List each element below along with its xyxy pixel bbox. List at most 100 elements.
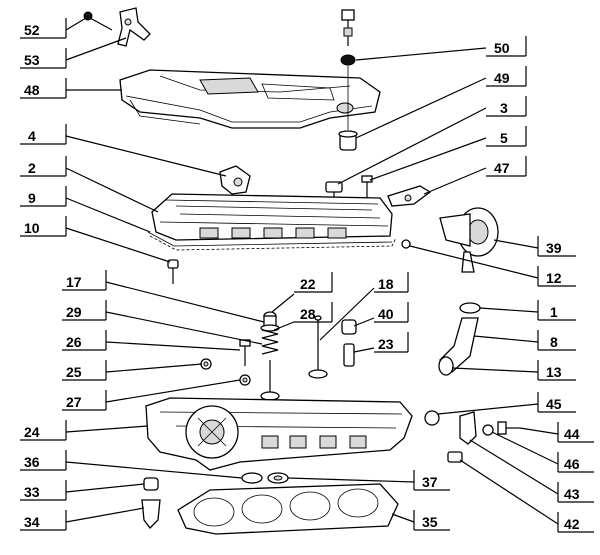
label-10: 10 bbox=[24, 220, 40, 236]
part-bolt-44 bbox=[497, 421, 520, 435]
callout-4: 4 bbox=[20, 124, 67, 145]
label-34: 34 bbox=[24, 514, 40, 530]
part-bracket-53 bbox=[117, 7, 151, 47]
label-53: 53 bbox=[24, 52, 40, 68]
label-44: 44 bbox=[564, 426, 580, 442]
callout-35: 35 bbox=[413, 510, 450, 531]
part-lifting-eye-4 bbox=[219, 165, 251, 195]
part-cap-33 bbox=[143, 477, 159, 491]
part-engine-cover-48 bbox=[119, 69, 381, 129]
part-cylinder-head-24 bbox=[145, 397, 413, 471]
label-1: 1 bbox=[550, 304, 558, 320]
callout-18: 18 bbox=[374, 272, 409, 293]
callout-24: 24 bbox=[20, 420, 67, 441]
callout-25: 25 bbox=[62, 360, 107, 381]
callout-17: 17 bbox=[62, 270, 107, 291]
part-fitting-34 bbox=[141, 499, 161, 529]
part-head-gasket-35 bbox=[177, 483, 399, 535]
label-35: 35 bbox=[422, 514, 438, 530]
callout-3: 3 bbox=[486, 96, 527, 117]
callout-46: 46 bbox=[557, 452, 594, 473]
callout-5: 5 bbox=[486, 126, 527, 147]
label-42: 42 bbox=[564, 516, 580, 532]
part-tappet-40 bbox=[341, 319, 357, 335]
callout-48: 48 bbox=[20, 78, 67, 99]
label-17: 17 bbox=[66, 274, 82, 290]
callout-29: 29 bbox=[62, 300, 107, 321]
label-52: 52 bbox=[24, 22, 40, 38]
part-washer-27 bbox=[239, 374, 251, 386]
label-24: 24 bbox=[24, 424, 40, 440]
part-bracket-47 bbox=[387, 185, 432, 207]
callout-43: 43 bbox=[557, 482, 594, 503]
callout-34: 34 bbox=[20, 510, 67, 531]
callout-13: 13 bbox=[537, 360, 576, 381]
label-29: 29 bbox=[66, 304, 82, 320]
callout-40: 40 bbox=[374, 302, 409, 323]
part-valve-long bbox=[260, 360, 280, 401]
part-filler-neck-49 bbox=[338, 130, 358, 151]
part-seal-36 bbox=[241, 472, 263, 484]
label-18: 18 bbox=[378, 276, 394, 292]
label-50: 50 bbox=[494, 40, 510, 56]
callout-33: 33 bbox=[20, 480, 67, 501]
callout-12: 12 bbox=[537, 266, 576, 287]
label-8: 8 bbox=[550, 334, 558, 350]
callout-47: 47 bbox=[486, 156, 527, 177]
callout-37: 37 bbox=[413, 470, 450, 491]
callout-53: 53 bbox=[20, 48, 67, 69]
label-22: 22 bbox=[300, 276, 316, 292]
label-39: 39 bbox=[546, 240, 562, 256]
part-bolt-52 bbox=[83, 11, 113, 31]
callout-23: 23 bbox=[374, 332, 409, 353]
callout-27: 27 bbox=[62, 390, 107, 411]
callout-8: 8 bbox=[537, 330, 576, 351]
part-fitting-3 bbox=[325, 181, 343, 198]
label-40: 40 bbox=[378, 306, 394, 322]
label-47: 47 bbox=[494, 160, 510, 176]
callout-52: 52 bbox=[20, 18, 67, 39]
part-clamp-13 bbox=[438, 356, 454, 376]
part-guide-23 bbox=[343, 343, 355, 367]
label-33: 33 bbox=[24, 484, 40, 500]
label-23: 23 bbox=[378, 336, 394, 352]
callout-28: 28 bbox=[294, 302, 333, 323]
callout-10: 10 bbox=[20, 216, 67, 237]
part-sensor-42 bbox=[447, 451, 463, 463]
label-13: 13 bbox=[546, 364, 562, 380]
part-o-ring-45 bbox=[424, 410, 440, 426]
part-oil-cap-50 bbox=[340, 9, 356, 130]
part-stud-26 bbox=[239, 339, 251, 366]
label-26: 26 bbox=[66, 334, 82, 350]
part-thermostat-housing-39 bbox=[439, 207, 499, 273]
label-3: 3 bbox=[500, 100, 508, 116]
callout-39: 39 bbox=[537, 236, 576, 257]
label-48: 48 bbox=[24, 82, 40, 98]
label-28: 28 bbox=[300, 306, 316, 322]
callout-49: 49 bbox=[486, 66, 527, 87]
part-seal-25 bbox=[200, 358, 212, 370]
part-clamp-1 bbox=[459, 302, 481, 314]
callout-22: 22 bbox=[294, 272, 333, 293]
callout-50: 50 bbox=[486, 36, 527, 57]
part-valve-cover-2 bbox=[151, 193, 393, 241]
label-27: 27 bbox=[66, 394, 82, 410]
leader-lines bbox=[65, 17, 559, 525]
callout-2: 2 bbox=[20, 156, 67, 177]
callout-26: 26 bbox=[62, 330, 107, 351]
callout-36: 36 bbox=[20, 450, 67, 471]
label-49: 49 bbox=[494, 70, 510, 86]
label-45: 45 bbox=[546, 396, 562, 412]
callout-44: 44 bbox=[557, 422, 594, 443]
part-screw-10 bbox=[167, 259, 179, 284]
part-washer-46 bbox=[482, 424, 494, 436]
part-plug-12 bbox=[401, 239, 411, 249]
part-plug-37 bbox=[267, 472, 289, 484]
part-valve-cap-22 bbox=[263, 311, 277, 327]
label-36: 36 bbox=[24, 454, 40, 470]
callout-1: 1 bbox=[537, 300, 576, 321]
label-9: 9 bbox=[28, 190, 36, 206]
label-2: 2 bbox=[28, 160, 36, 176]
